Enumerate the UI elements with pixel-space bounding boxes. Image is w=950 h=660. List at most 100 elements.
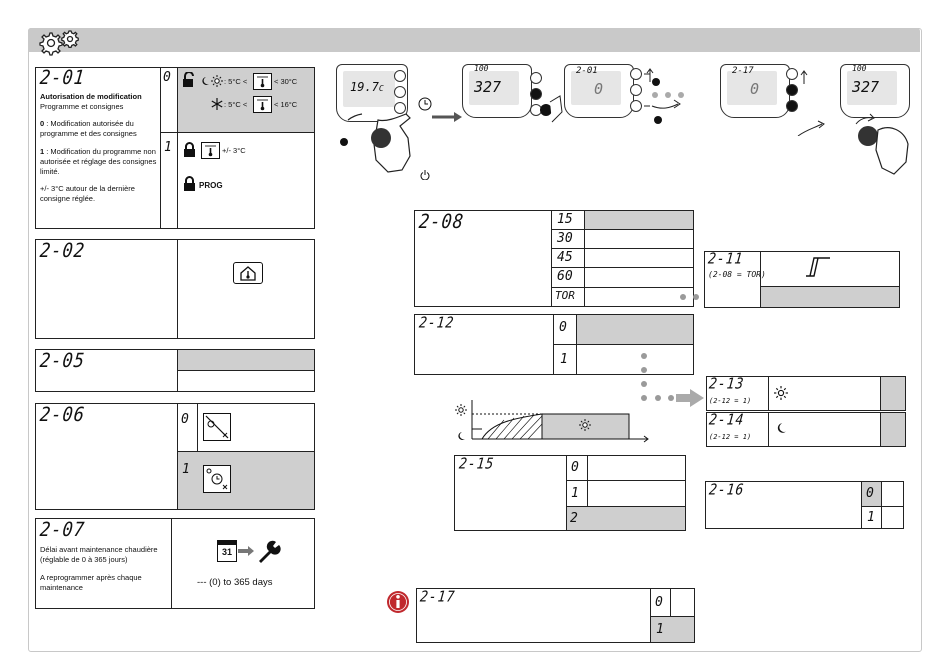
sun-icon (455, 404, 467, 416)
param-code: 2-12 (418, 314, 456, 333)
arrow-right-icon (676, 389, 704, 407)
day-range-label: --- (0) to 365 days (197, 577, 273, 588)
option-1-shade (651, 617, 694, 642)
option-15-shade (585, 211, 693, 229)
option-0-value: 0 (163, 70, 171, 85)
wrench-icon (259, 540, 281, 563)
thermometer-icon (201, 142, 220, 159)
step-1-temperature: 19.7C (350, 80, 384, 94)
arrow-right-icon (432, 112, 462, 122)
thermostat-step-5 (840, 64, 910, 118)
option-0-shade (862, 482, 881, 506)
maintenance-delay-text: Délai avant maintenance chaudière (régla… (40, 545, 158, 565)
unlocked-icon (183, 72, 194, 87)
param-condition: (2-12 = 1) (709, 397, 752, 405)
param-2-17-panel (416, 588, 695, 643)
param-2-07-panel (35, 518, 315, 609)
option-value: 1 (656, 622, 664, 637)
param-code: 2-05 (38, 349, 87, 373)
arrow-right-icon (238, 546, 254, 556)
hand-press-icon (644, 68, 681, 124)
calendar-icon: 31 (217, 540, 237, 562)
room-sensor-icon (233, 262, 263, 284)
step-2-top: 100 (474, 64, 489, 73)
sun-max-label: < 30°C (274, 77, 298, 86)
option-shade (881, 377, 905, 410)
param-code: 2-08 (417, 210, 466, 234)
option-value: 45 (557, 250, 573, 265)
option-2-shade (567, 507, 685, 530)
param-code: 2-07 (38, 518, 87, 542)
reprogram-text: A reprogrammer après chaque maintenance (40, 573, 142, 593)
option-value: 60 (557, 269, 573, 284)
moon-icon (202, 77, 209, 85)
step-2-value: 327 (474, 78, 502, 96)
option-value: 0 (866, 486, 874, 501)
comfort-graph (471, 400, 649, 443)
thermostat-step-3 (564, 64, 634, 118)
header-bar (28, 28, 920, 52)
thermometer-icon (253, 73, 272, 90)
option-value: 15 (557, 212, 573, 227)
param-code: 2-11 (707, 250, 745, 269)
note-text: +/- 3°C autour de la dernière consigne r… (40, 184, 135, 204)
arrow-up-icon (797, 70, 825, 136)
sun-icon (774, 386, 788, 400)
option-value: 0 (655, 595, 663, 610)
param-title: Autorisation de modification (40, 92, 142, 101)
param-2-13-panel (706, 376, 906, 411)
option-1-value: 1 (182, 462, 190, 477)
option-1-value: 1 (560, 352, 568, 367)
lock-icon (184, 142, 195, 157)
moon-icon (458, 432, 465, 440)
option-value: 0 (571, 460, 579, 475)
hand-turn-icon (855, 113, 909, 175)
option-shade (178, 350, 314, 370)
hysteresis-icon (806, 257, 830, 277)
thermostat-step-4 (720, 64, 790, 118)
option-shade (881, 413, 905, 446)
info-icon (387, 591, 409, 613)
plus-minus-label: +/- 3°C (222, 146, 246, 155)
param-2-02-panel (35, 239, 315, 339)
prog-label: PROG (199, 181, 223, 190)
step-4-value: 0 (750, 80, 760, 98)
param-code: 2-17 (419, 588, 457, 607)
timer-icon (418, 97, 432, 111)
param-code: 2-14 (708, 411, 746, 430)
step-3-value: 0 (594, 80, 604, 98)
param-2-14-panel (706, 412, 906, 447)
step-3-code: 2-01 (576, 66, 598, 76)
option-value: TOR (555, 289, 575, 302)
param-code: 2-16 (708, 481, 746, 500)
param-condition: (2-12 = 1) (709, 433, 752, 441)
param-condition: (2-08 = TOR) (708, 270, 766, 279)
thermometer-icon (253, 96, 272, 113)
snowflake-icon (211, 98, 223, 110)
option-1-value: 1 (164, 140, 172, 155)
lock-icon (184, 176, 195, 191)
param-code: 2-15 (458, 455, 496, 474)
gears-icon (39, 30, 79, 56)
auto-change-clock-icon (203, 465, 231, 493)
option-0-description: 0 : Modification autorisée du programme … (40, 119, 137, 139)
option-shade (761, 287, 899, 307)
auto-change-off-icon (203, 413, 231, 441)
param-code: 2-02 (38, 239, 87, 263)
hand-press-icon (540, 95, 563, 123)
hand-press-icon (340, 113, 411, 173)
step-4-code: 2-17 (732, 66, 754, 76)
param-subtitle: Programme et consignes (40, 102, 124, 111)
option-1-shade (178, 452, 314, 509)
sun-icon (211, 75, 223, 87)
option-0-value: 0 (559, 320, 567, 335)
snow-min-label: : 5°C < (224, 100, 248, 109)
moon-icon (777, 423, 786, 433)
power-icon (420, 170, 430, 180)
snow-max-label: < 16°C (274, 100, 298, 109)
step-5-top: 100 (852, 64, 867, 73)
calendar-day: 31 (221, 547, 232, 557)
option-0-shade (577, 315, 693, 344)
step-5-value: 327 (852, 78, 880, 96)
param-code: 2-13 (708, 375, 746, 394)
